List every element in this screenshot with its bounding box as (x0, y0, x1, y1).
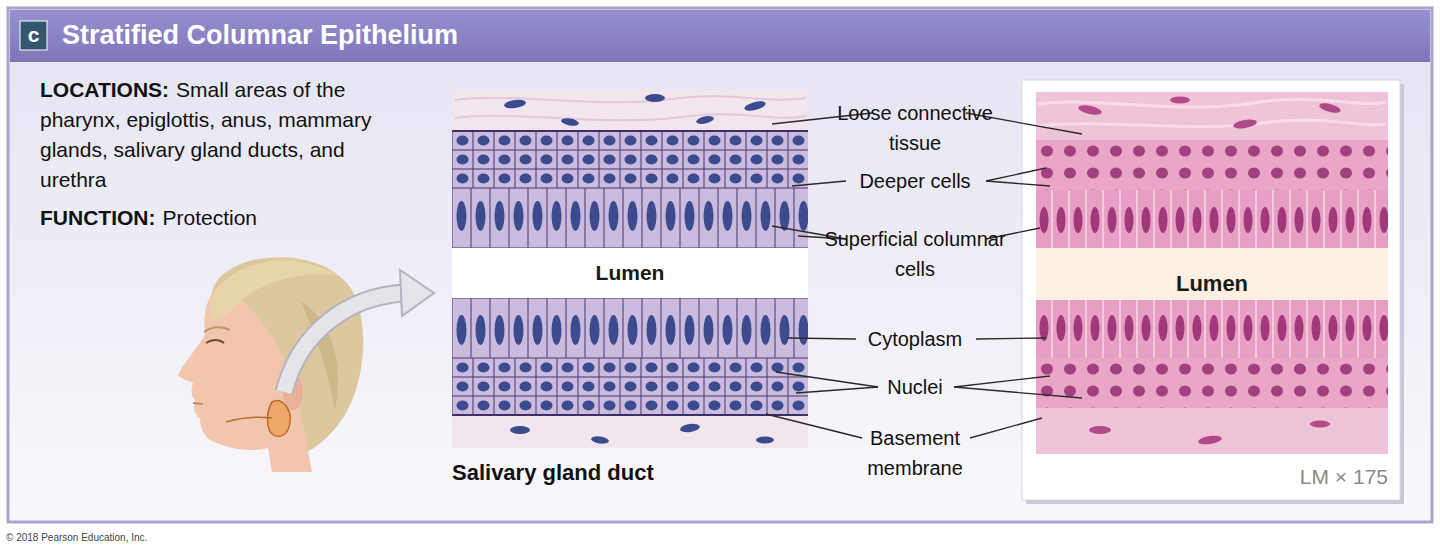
fibroblast-nucleus (1089, 426, 1111, 434)
deeper-cells (452, 358, 808, 415)
fibroblast-nucleus (756, 437, 774, 444)
copyright-note: © 2018 Pearson Education, Inc. (6, 531, 306, 545)
fibroblast-nucleus (561, 117, 580, 127)
pointer-arrow-outline (284, 293, 405, 392)
basement-membrane (452, 130, 808, 132)
fibroblast-nucleus (680, 423, 701, 434)
deeper-cells (452, 131, 808, 188)
part-label: Nuclei (822, 372, 1008, 402)
fibroblast-nucleus (743, 99, 766, 112)
columnar-cells (1036, 190, 1388, 248)
part-label: Loose connective tissue (822, 98, 1008, 158)
basement-membrane (452, 414, 808, 416)
pointer-arrowhead (400, 270, 434, 316)
connective-tissue (452, 90, 808, 132)
lumen (452, 248, 808, 298)
fibroblast-nucleus (1318, 101, 1341, 114)
head-illustration (178, 257, 363, 472)
function-text: Protection (162, 206, 257, 229)
part-label: Cytoplasm (822, 324, 1008, 354)
connective-tissue (452, 415, 808, 448)
lumen-label: Lumen (1036, 269, 1388, 299)
text-block: FUNCTION: Protection (40, 203, 408, 233)
leader-line (796, 387, 878, 393)
photo-shadow (1026, 84, 1404, 504)
leader-line (788, 338, 856, 339)
panel-letter: c (20, 21, 47, 50)
leader-line (954, 387, 1082, 398)
fibroblast-nucleus (1170, 97, 1190, 104)
text-block: LOCATIONS:Small areas of the pharynx, ep… (40, 75, 408, 195)
fibers (1038, 99, 1386, 126)
lumen (1036, 248, 1388, 300)
pointer-arrow (284, 293, 405, 392)
parotid-duct (226, 417, 272, 422)
micrograph (1036, 92, 1388, 454)
deeper-cells (1036, 358, 1388, 408)
panel-badge (20, 21, 47, 50)
drawing-caption: Salivary gland duct (452, 458, 808, 488)
columnar-cells (452, 298, 808, 358)
lips (193, 403, 203, 404)
leader-lines (766, 113, 1082, 438)
leader-line (776, 372, 878, 387)
eyebrow (204, 327, 230, 332)
leader-line (976, 338, 1046, 339)
eye (206, 340, 224, 343)
magnification-label: LM × 175 (1250, 462, 1388, 492)
duct-drawing (452, 90, 808, 448)
fibers (455, 96, 806, 120)
panel-title: Stratified Columnar Epithelium (62, 20, 458, 50)
fibroblast-nucleus (1198, 434, 1223, 445)
panel-frame (8, 8, 1432, 522)
part-label: Superficial columnar cells (822, 224, 1008, 284)
heading-label: LOCATIONS: (40, 78, 169, 101)
heading-label: FUNCTION: (40, 206, 155, 229)
deeper-cells (1036, 140, 1388, 190)
leader-line (792, 181, 846, 186)
hair-fringe (210, 261, 338, 320)
connective-tissue (1036, 92, 1388, 140)
fibroblast-nucleus (1310, 421, 1330, 428)
part-label: Deeper cells (822, 166, 1008, 196)
photo-frame (1022, 80, 1400, 500)
columnar-cells (452, 188, 808, 248)
part-label: Basement membrane (822, 423, 1008, 483)
connective-tissue (1036, 408, 1388, 454)
title-band (10, 10, 1430, 62)
fibroblast-nucleus (695, 115, 714, 126)
leader-line (954, 376, 1050, 387)
fibroblast-nucleus (591, 435, 610, 444)
lumen-label: Lumen (452, 258, 808, 288)
columnar-cells (1036, 300, 1388, 358)
fibroblast-nucleus (504, 99, 527, 110)
leader-line (970, 418, 1042, 438)
leader-line (766, 414, 862, 438)
fibroblast-nucleus (1232, 118, 1257, 130)
leader-line (986, 168, 1046, 181)
fibroblast-nucleus (1077, 104, 1102, 117)
fibroblast-nucleus (645, 94, 665, 102)
fibroblast-nucleus (510, 426, 530, 434)
leader-line (986, 181, 1050, 186)
